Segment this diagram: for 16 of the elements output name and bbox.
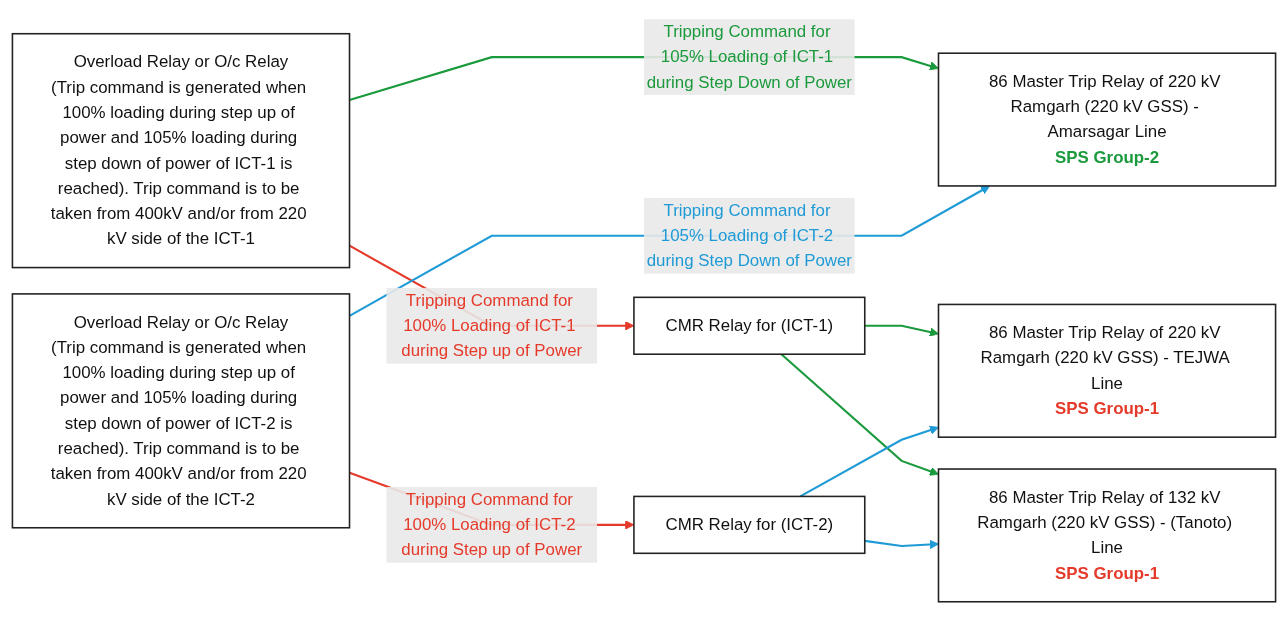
node-box: 86 Master Trip Relay of 132 kV Ramgarh (220 kV GSS) - (Tanoto) Line SPS Group-1	[937, 468, 1277, 603]
node-box: Overload Relay or O/c Relay (Trip command is generated when 100% loading during step up of power and 105% loading during step down of power of ICT-2 is reached). Trip command is to be taken from 400kV and/or from 220 kV side of the ICT-2	[11, 293, 351, 529]
node-box: Overload Relay or O/c Relay (Trip command is generated when 100% loading during step up of power and 105% loading during step down of power of ICT-1 is reached). Trip command is to be taken from 400kV and/or from 220 kV side of the ICT-1	[11, 32, 351, 269]
arrow	[780, 353, 939, 476]
arrow	[349, 185, 991, 317]
node-box: CMR Relay for (ICT-1)	[633, 296, 866, 355]
arrow	[864, 324, 939, 337]
edge-label: Tripping Command for 105% Loading of ICT-2 during Step Down of Power	[646, 200, 852, 270]
arrow	[864, 539, 939, 550]
edge-label: Tripping Command for 100% Loading of ICT-1 during Step up of Power	[401, 291, 583, 360]
node-box: CMR Relay for (ICT-2)	[633, 495, 866, 555]
node-box: 86 Master Trip Relay of 220 kV Ramgarh (220 kV GSS) - TEJWA Line SPS Group-1	[937, 303, 1277, 438]
edge-label: Tripping Command for 100% Loading of ICT-2 during Step up of Power	[401, 490, 583, 559]
edge-label: Tripping Command for 105% Loading of ICT-1 during Step Down of Power	[646, 22, 852, 91]
node-box: 86 Master Trip Relay of 220 kV Ramgarh (220 kV GSS) - Amarsagar Line SPS Group-2	[937, 52, 1277, 187]
arrow	[799, 425, 939, 498]
